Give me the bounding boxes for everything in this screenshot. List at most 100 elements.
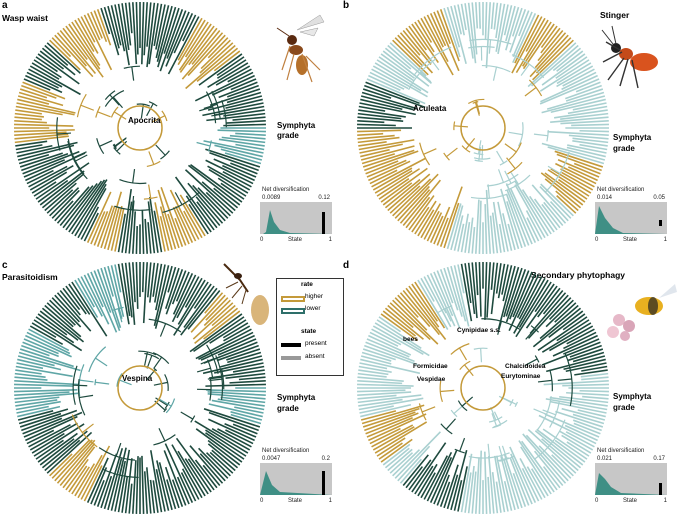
- tree-tip-branch: [537, 287, 561, 318]
- tree-tip-branch: [230, 78, 257, 91]
- tree-tip-branch: [414, 465, 434, 495]
- tree-tip-branch: [405, 196, 431, 229]
- tree-tip-branch: [515, 281, 552, 338]
- tree-tip-branch: [565, 431, 595, 448]
- tree-tip-branch: [117, 449, 131, 513]
- panel-letter: d: [343, 260, 350, 271]
- tree-tip-branch: [15, 140, 48, 147]
- tree-tip-branch: [80, 276, 103, 317]
- tree-internal-branch: [131, 195, 135, 210]
- tree-tip-branch: [505, 267, 523, 317]
- tree-tip-branch: [541, 438, 579, 472]
- tree-internal-branch: [153, 356, 163, 369]
- tree-tip-branch: [457, 264, 465, 294]
- tree-tip-branch: [51, 297, 82, 328]
- tree-tip-branch: [372, 65, 428, 98]
- tree-tip-branch: [205, 159, 254, 185]
- tree-tip-branch: [506, 189, 530, 246]
- tree-tip-branch: [128, 262, 136, 325]
- tree-tip-branch: [509, 188, 537, 243]
- tree-internal-branch: [132, 169, 136, 184]
- tree-tip-branch: [562, 313, 586, 331]
- tree-tip-branch: [514, 14, 540, 64]
- tree-tip-branch: [547, 146, 605, 165]
- tree-tip-branch: [380, 53, 415, 79]
- tree-tip-branch: [492, 201, 502, 253]
- tree-tip-branch: [173, 13, 194, 54]
- tree-tip-branch: [453, 480, 463, 511]
- tree-internal-branch: [98, 447, 136, 461]
- tree-tip-branch: [378, 178, 410, 200]
- diversification-inset: Net diversification 0.0089 0.12 0 State …: [256, 187, 336, 249]
- inset-xlabel: State: [288, 498, 303, 504]
- tree-internal-branch: [115, 442, 122, 457]
- tree-tip-branch: [365, 341, 415, 363]
- legend-label: absent: [305, 353, 325, 360]
- tree-tip-branch: [163, 450, 187, 506]
- tree-tip-branch: [433, 11, 460, 72]
- inset-title: Net diversification: [262, 187, 310, 193]
- tree-tip-branch: [491, 472, 499, 514]
- tree-tip-branch: [22, 417, 63, 435]
- tree-tip-branch: [31, 322, 57, 339]
- tree-internal-branch: [207, 140, 212, 152]
- tree-tip-branch: [563, 338, 600, 355]
- tree-tip-branch: [93, 270, 112, 313]
- tree-tip-branch: [204, 292, 224, 314]
- tree-internal-branch: [146, 103, 154, 117]
- tree-tip-branch: [408, 195, 435, 231]
- tree-tip-branch: [579, 143, 608, 151]
- phylogeny-tree: [357, 2, 609, 254]
- tree-tip-branch: [368, 160, 411, 182]
- tree-tip-branch: [177, 279, 206, 325]
- tree-tip-branch: [450, 5, 467, 65]
- tree-tip-branch: [495, 263, 502, 294]
- tree-internal-branch: [440, 389, 455, 393]
- tree-tip-branch: [211, 449, 236, 472]
- tree-tip-branch: [152, 263, 159, 297]
- tree-tip-branch: [14, 388, 78, 393]
- tree-tip-branch: [80, 206, 100, 240]
- tree-tip-branch: [371, 157, 426, 188]
- tree-tip-branch: [83, 274, 110, 325]
- tree-tip-branch: [220, 396, 266, 404]
- tree-tip-branch: [62, 446, 96, 489]
- tree-tip-branch: [184, 169, 234, 214]
- tree-tip-branch: [572, 137, 609, 144]
- tree-tip-branch: [56, 186, 90, 224]
- tree-tip-branch: [14, 396, 60, 404]
- tree-internal-branch: [109, 94, 120, 106]
- tree-tip-branch: [154, 265, 173, 329]
- tree-tip-branch: [155, 5, 170, 59]
- tree-tip-branch: [200, 39, 231, 70]
- tree-tip-branch: [556, 62, 592, 85]
- clade-label-symphyta: Symphyta: [613, 392, 652, 401]
- tree-tip-branch: [128, 200, 135, 254]
- tree-internal-branch: [56, 132, 72, 135]
- tree-internal-branch: [528, 79, 543, 97]
- tree-tip-branch: [566, 441, 590, 457]
- tree-tip-branch: [446, 474, 459, 510]
- tree-internal-branch: [131, 66, 135, 81]
- tree-tip-branch: [153, 265, 170, 327]
- tree-tip-branch: [114, 4, 126, 52]
- tree-tip-branch: [19, 412, 62, 428]
- tree-tip-branch: [366, 417, 413, 438]
- tree-tip-branch: [537, 29, 564, 62]
- tree-tip-branch: [361, 91, 417, 110]
- inset-max: 0.05: [653, 195, 665, 201]
- tree-tip-branch: [14, 123, 74, 127]
- panel-a: a Wasp waist Apocrita Symphyta grade Net…: [0, 0, 342, 259]
- tree-tip-branch: [519, 457, 543, 500]
- tree-internal-branch: [420, 72, 432, 83]
- tree-tip-branch: [488, 455, 495, 514]
- tree-tip-branch: [439, 186, 463, 247]
- tree-tip-branch: [218, 81, 258, 99]
- tree-internal-branch: [547, 165, 561, 174]
- tree-tip-branch: [14, 376, 48, 381]
- tree-tip-branch: [362, 149, 415, 168]
- tree-tip-branch: [366, 78, 426, 105]
- tree-tip-branch: [68, 23, 101, 70]
- tree-internal-branch: [533, 133, 548, 137]
- tree-tip-branch: [525, 17, 546, 52]
